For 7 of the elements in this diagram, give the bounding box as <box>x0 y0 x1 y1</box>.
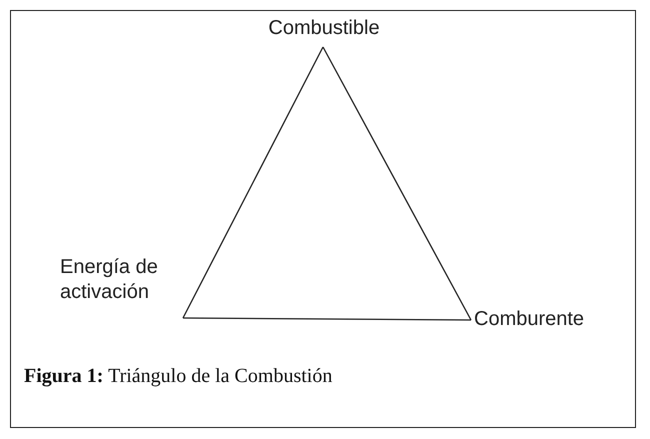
triangle-side <box>183 317 471 321</box>
figure-caption: Figura 1: Triángulo de la Combustión <box>24 365 332 388</box>
triangle-side <box>182 46 324 318</box>
triangle-side <box>322 46 472 320</box>
vertex-label: Combustible <box>263 16 385 41</box>
vertex-label: Comburente <box>474 307 624 332</box>
vertex-label: Energía de activación <box>60 255 180 305</box>
